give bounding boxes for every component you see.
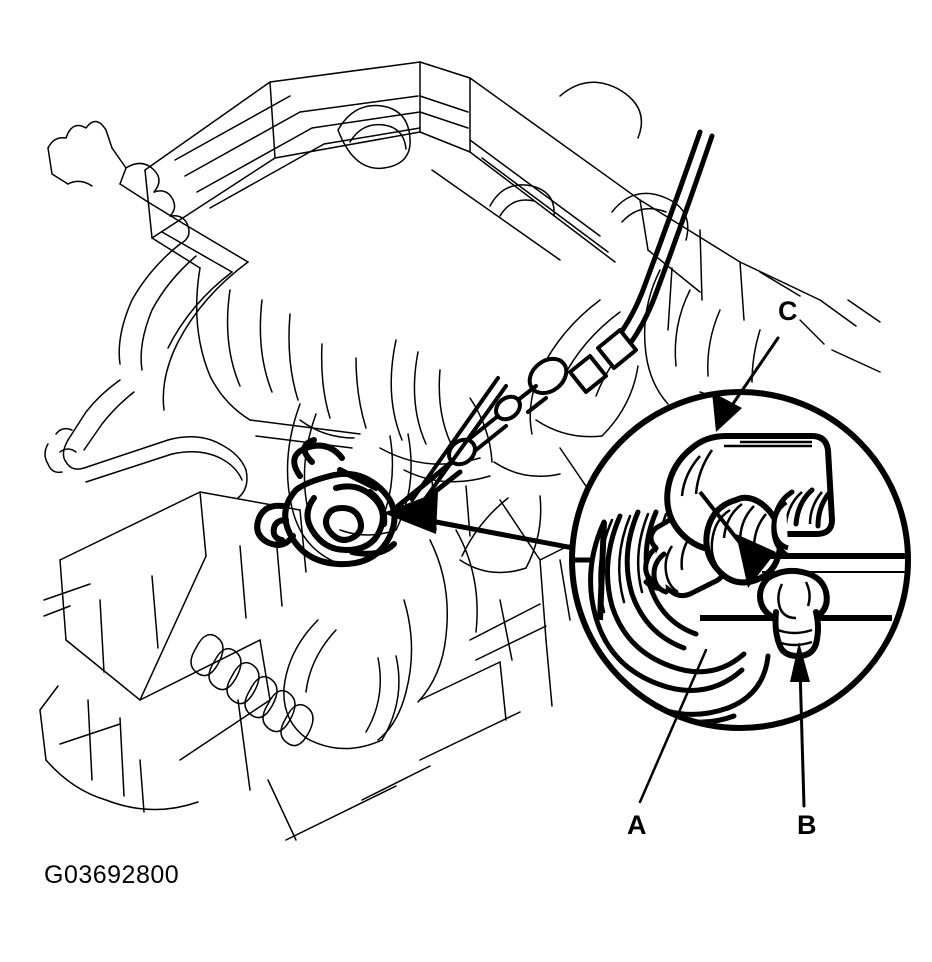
callout-leader-A	[638, 648, 708, 804]
callout-label-a: A	[627, 810, 647, 840]
detail-circle-contents	[575, 433, 905, 725]
cable-adjuster-assembly	[447, 328, 638, 467]
callout-leader-B	[790, 642, 810, 808]
inner-pointer-arrow	[698, 490, 776, 588]
throttle-cable-bracket	[254, 437, 398, 568]
figure-id-label: G03692800	[44, 861, 180, 889]
callout-leader-C	[712, 336, 780, 432]
throttle-cable	[607, 129, 715, 357]
arrowhead	[383, 492, 438, 534]
callout-label-b: B	[797, 810, 817, 840]
callout-label-c: C	[778, 296, 798, 326]
